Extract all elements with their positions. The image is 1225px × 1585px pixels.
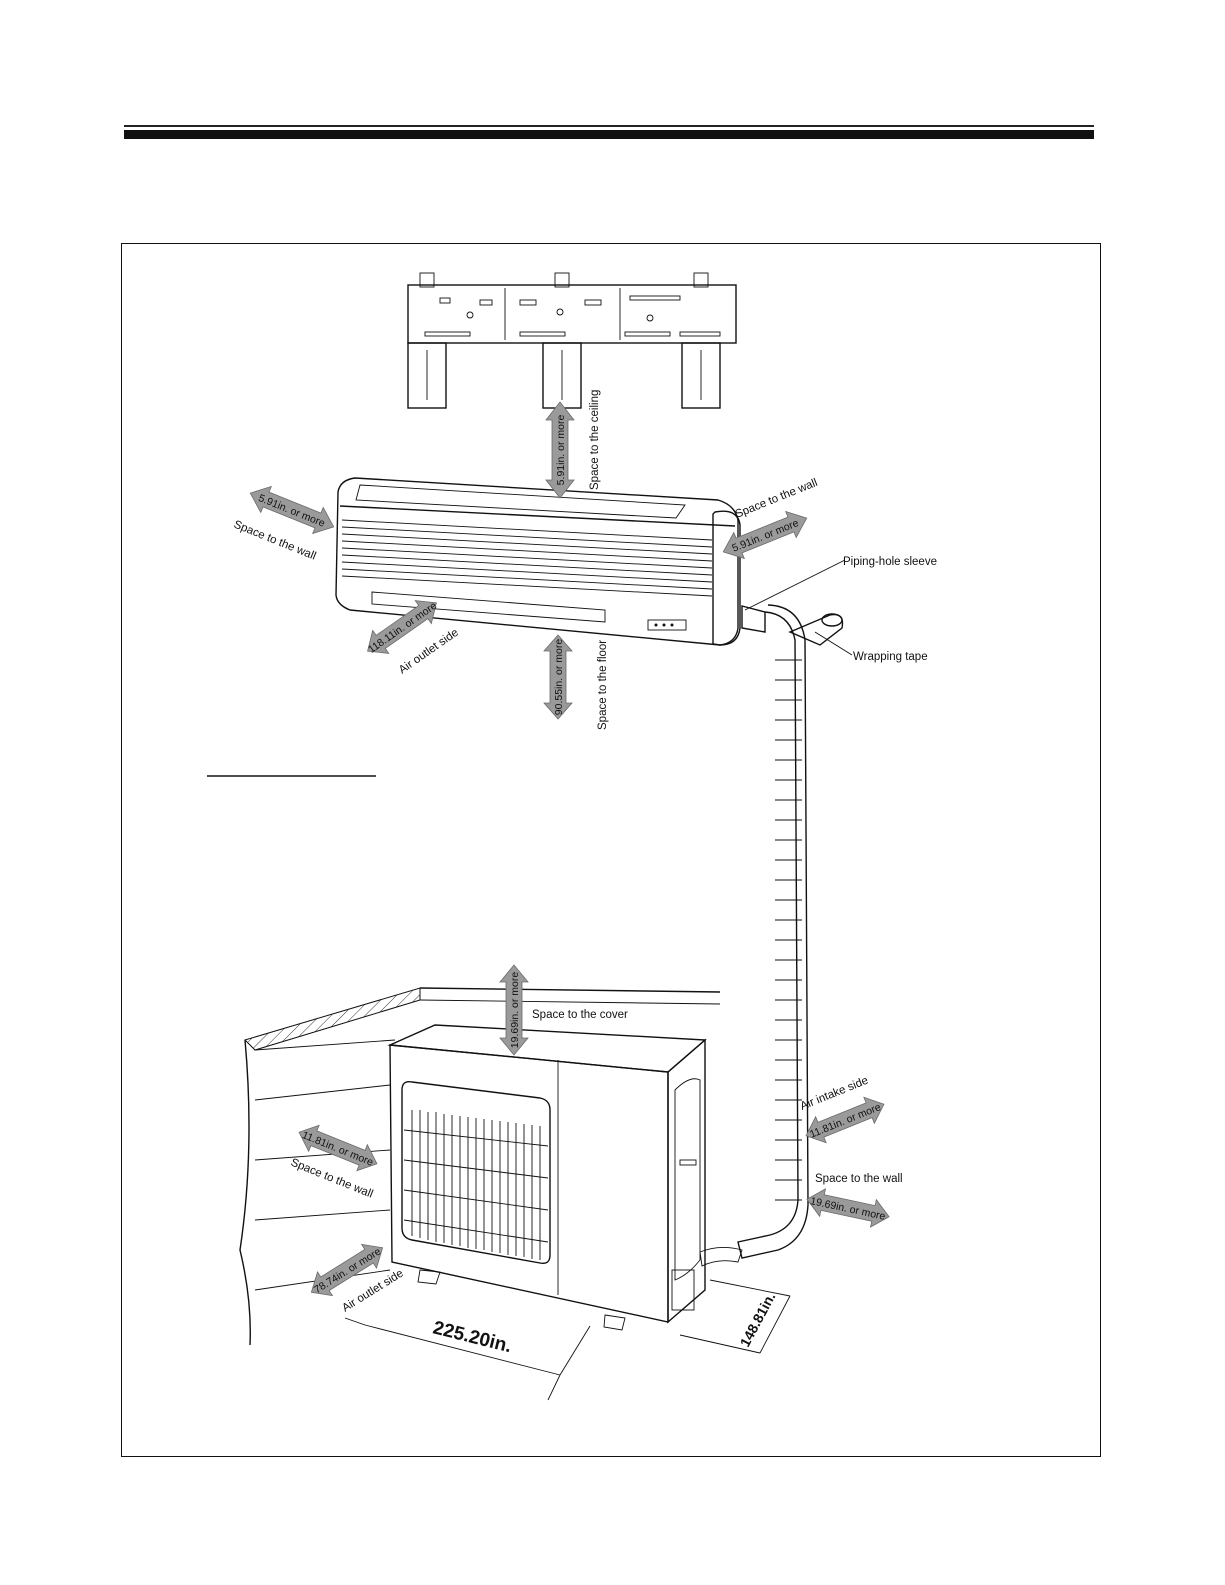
width-dimension: 225.20in.: [431, 1317, 514, 1357]
wrapping-tape-label: Wrapping tape: [853, 651, 928, 663]
outdoor-wall: [239, 987, 721, 1346]
piping-sleeve-leader: [744, 559, 846, 611]
wrapping-tape-leader: [814, 631, 853, 656]
ceiling-label: Space to the ceiling: [589, 390, 601, 490]
indoor-right-wall-arrow: 5.91in. or more: [722, 510, 808, 560]
ceiling-value: 5.91in. or more: [555, 415, 567, 486]
outdoor-right-wall-label: Space to the wall: [815, 1173, 903, 1185]
floor-value: 90.55in. or more: [553, 639, 565, 716]
cover-value: 19.69in. or more: [509, 972, 521, 1049]
indoor-unit: [335, 477, 741, 646]
indoor-left-wall-label: Space to the wall: [232, 519, 318, 563]
header-rule-thin: [124, 125, 1094, 127]
mounting-plate: [407, 272, 737, 409]
diagram-frame: [121, 243, 1101, 1457]
cover-arrow: 19.69in. or more: [499, 964, 529, 1056]
piping-assembly: [699, 604, 844, 1267]
outdoor-unit: [387, 1024, 707, 1331]
outdoor-right-wall-value: 19.69in. or more: [809, 1195, 886, 1223]
outdoor-left-wall-value: 11.81in. or more: [300, 1129, 375, 1169]
depth-dimension: 148.81in.: [737, 1290, 779, 1350]
ceiling-arrow: 5.91in. or more: [545, 401, 575, 499]
piping-hole-sleeve-label: Piping-hole sleeve: [843, 556, 937, 568]
floor-label: Space to the floor: [597, 640, 609, 730]
header-rule-thick: [124, 130, 1094, 139]
intake-value: 11.81in. or more: [808, 1101, 883, 1141]
outdoor-right-wall-arrow: 19.69in. or more: [806, 1188, 890, 1228]
dimension-lines: [344, 1279, 791, 1401]
floor-arrow: 90.55in. or more: [543, 634, 573, 720]
indoor-right-wall-label: Space to the wall: [734, 477, 820, 521]
cover-label: Space to the cover: [532, 1009, 628, 1021]
